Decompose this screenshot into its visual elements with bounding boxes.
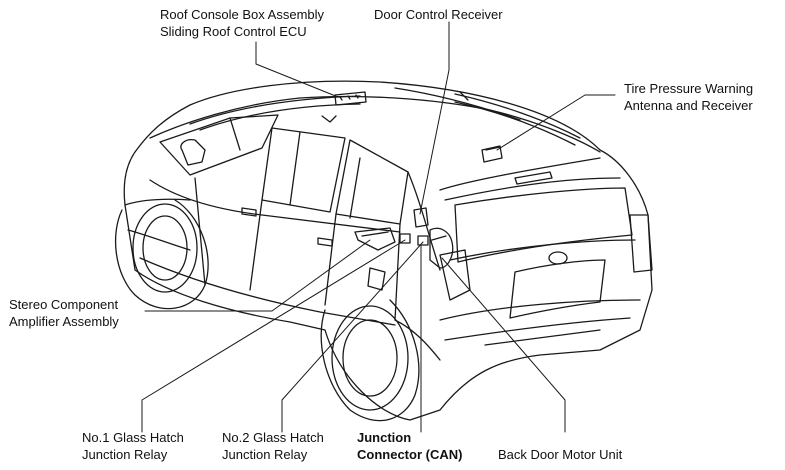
label-roof-console-box-line2: Sliding Roof Control ECU (160, 24, 307, 39)
label-no1-glass-hatch-relay-line1: No.1 Glass Hatch (82, 430, 184, 445)
label-roof-console-box-line1: Roof Console Box Assembly (160, 7, 325, 22)
leader-lines (141, 21, 616, 433)
front-wheel (114, 199, 209, 310)
label-no2-glass-hatch-relay-line2: Junction Relay (222, 447, 308, 462)
label-no1-glass-hatch-relay-line2: Junction Relay (82, 447, 168, 462)
relay-components (399, 233, 429, 246)
roof-console-box-component (334, 91, 367, 106)
label-no1-glass-hatch-relay: No.1 Glass Hatch Junction Relay (82, 429, 184, 463)
label-stereo-amplifier-line2: Amplifier Assembly (9, 314, 119, 329)
label-door-control-receiver-line1: Door Control Receiver (374, 7, 503, 22)
label-junction-connector-line2: Connector (CAN) (357, 447, 463, 462)
label-stereo-amplifier: Stereo Component Amplifier Assembly (9, 296, 119, 330)
rear-wheel (320, 299, 420, 422)
label-tire-pressure-warning-line2: Antenna and Receiver (624, 98, 753, 113)
tire-pressure-receiver-component (481, 145, 503, 163)
label-no2-glass-hatch-relay: No.2 Glass Hatch Junction Relay (222, 429, 324, 463)
label-no2-glass-hatch-relay-line1: No.2 Glass Hatch (222, 430, 324, 445)
back-door-motor-component (429, 227, 454, 269)
stereo-amplifier-component (354, 227, 396, 251)
label-roof-console-box: Roof Console Box Assembly Sliding Roof C… (160, 6, 324, 40)
suv-body (123, 80, 653, 421)
label-tire-pressure-warning: Tire Pressure Warning Antenna and Receiv… (624, 80, 753, 114)
label-door-control-receiver: Door Control Receiver (374, 6, 503, 23)
label-tire-pressure-warning-line1: Tire Pressure Warning (624, 81, 754, 96)
label-back-door-motor-unit: Back Door Motor Unit (498, 446, 622, 463)
label-junction-connector-can: Junction Connector (CAN) (357, 429, 462, 463)
label-junction-connector-line1: Junction (357, 430, 412, 445)
label-back-door-motor-unit-line1: Back Door Motor Unit (498, 447, 623, 462)
door-control-receiver-component (413, 207, 429, 228)
label-stereo-amplifier-line1: Stereo Component (9, 297, 119, 312)
